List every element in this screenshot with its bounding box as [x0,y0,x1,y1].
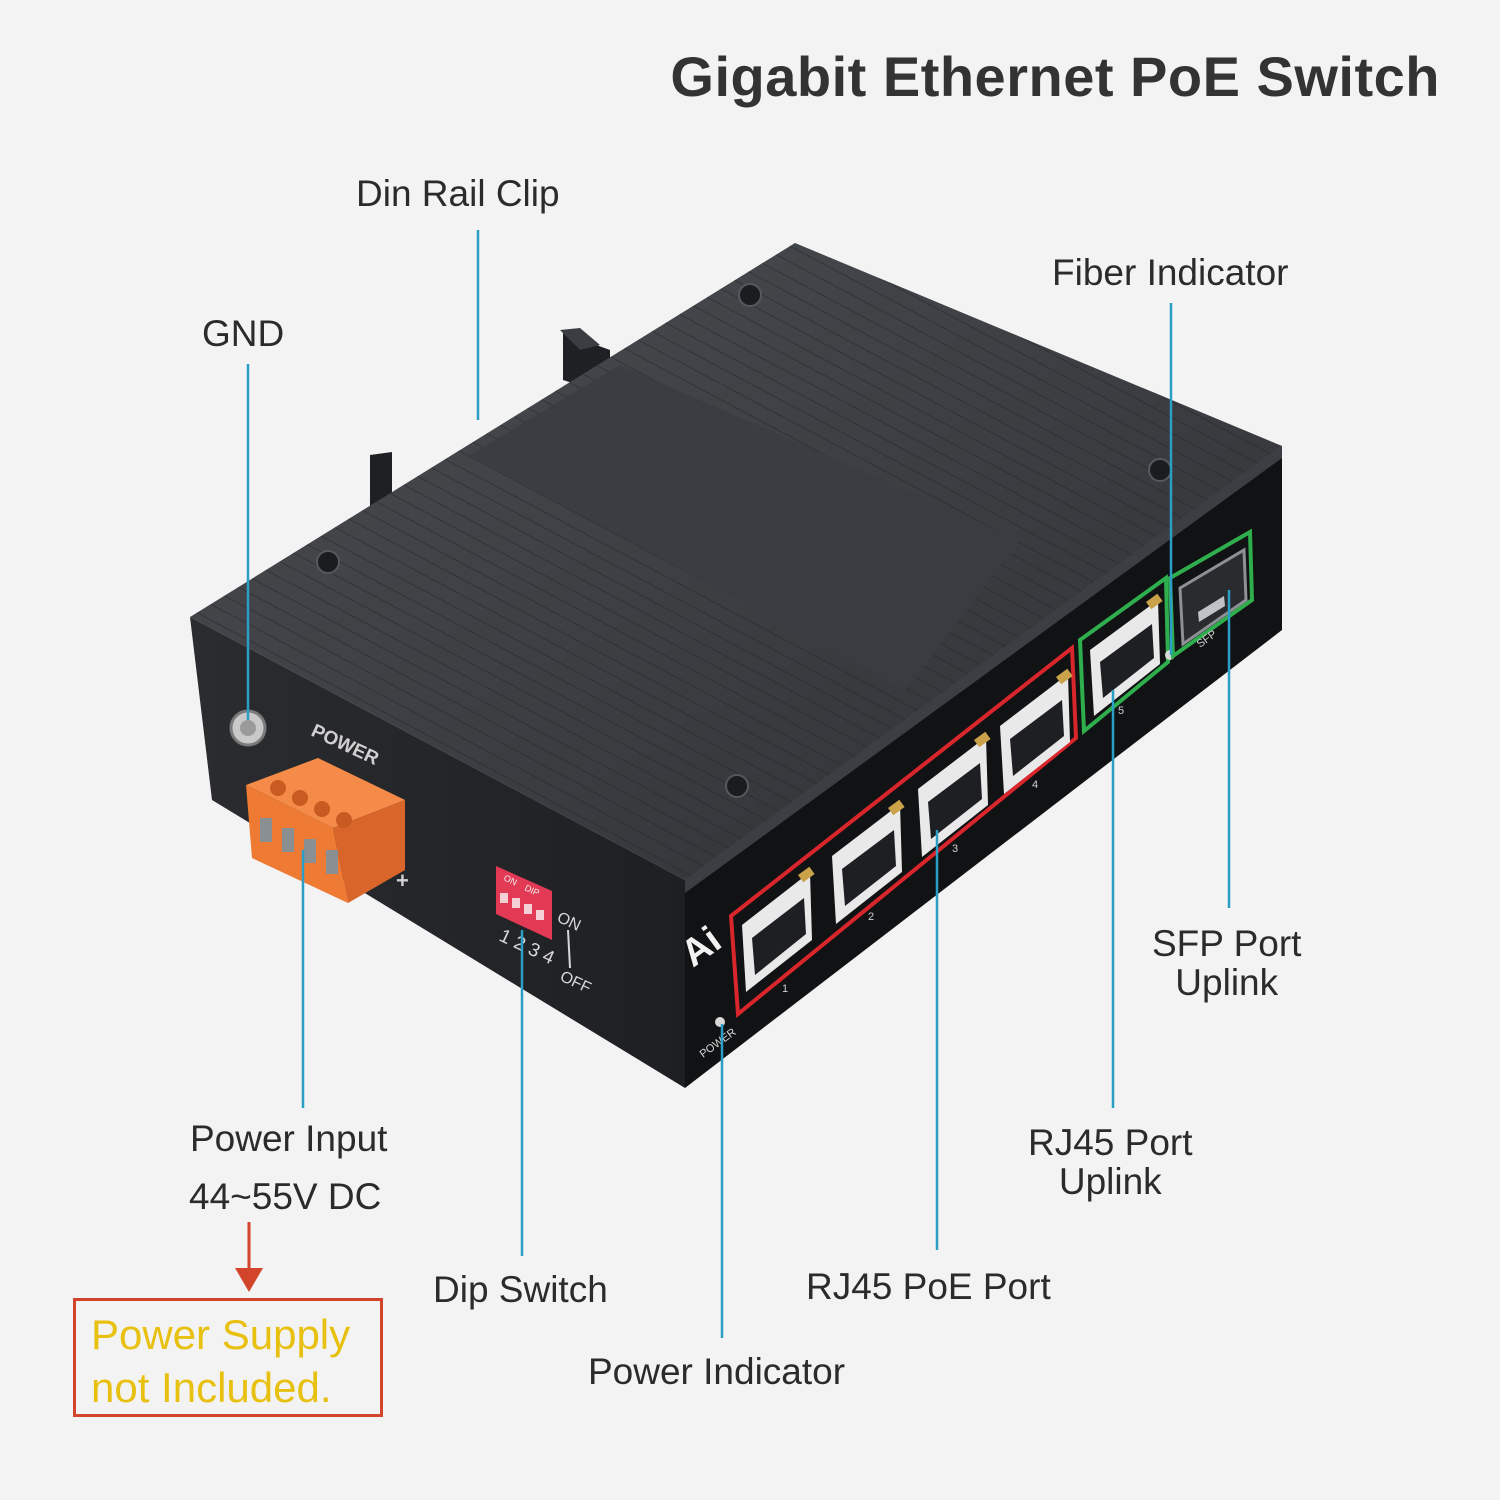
port-number-2: 2 [868,911,874,923]
port-number-5: 5 [1118,705,1124,717]
page-title: Gigabit Ethernet PoE Switch [670,45,1440,108]
label-rj45-uplink: RJ45 Port Uplink [1028,1122,1193,1202]
leader-lines [246,230,1231,1338]
label-rj45-poe-port: RJ45 PoE Port [806,1266,1051,1307]
label-sfp-port-line2: Uplink [1175,961,1279,1003]
rj45-uplink-outline [1077,574,1171,736]
note-line-2: not Included. [91,1363,332,1411]
label-gnd: GND [202,313,285,354]
note-line-1: Power Supply [91,1311,351,1358]
label-din-rail-clip: Din Rail Clip [356,173,560,214]
power-led-icon [715,1017,725,1027]
rj45-poe-ports [742,668,1073,992]
dip-switch-block [496,866,552,940]
ground-screw-icon [229,709,267,747]
label-rj45-uplink-line2: Uplink [1058,1160,1162,1202]
label-power-indicator: Power Indicator [588,1351,846,1392]
label-rj45-uplink-line1: RJ45 Port [1028,1122,1193,1163]
label-power-input: Power Input [190,1118,388,1159]
label-voltage: 44~55V DC [189,1176,382,1217]
poe-port-group-outline [728,644,1079,1018]
rj45-uplink-port [1090,593,1163,716]
switch-left-face [190,617,685,1088]
label-fiber-indicator: Fiber Indicator [1052,252,1289,293]
sfp-port-cage [1178,547,1248,647]
power-supply-note: Power Supply not Included. [73,1298,383,1417]
power-terminal-block [246,758,405,903]
label-dip-switch: Dip Switch [433,1269,608,1310]
red-arrow-icon [235,1222,263,1292]
label-sfp-port-line1: SFP Port [1152,923,1302,964]
label-sfp-port: SFP Port Uplink [1152,923,1302,1003]
polarity-plus-marking: + [396,868,409,893]
port-number-4: 4 [1032,779,1038,791]
port-number-1: 1 [782,983,788,995]
port-number-3: 3 [952,843,958,855]
screw-icons [316,283,1172,798]
